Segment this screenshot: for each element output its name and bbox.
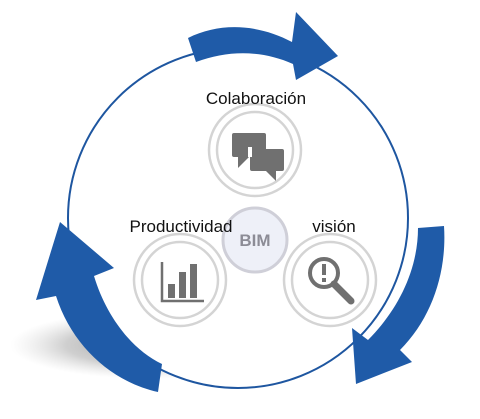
cycle-arrow-top <box>188 12 338 80</box>
chat-bubbles-icon <box>232 133 284 181</box>
center-label: BIM <box>239 231 270 250</box>
cycle-arrow-right <box>352 226 445 384</box>
node-label-productividad: Productividad <box>129 217 232 236</box>
node-label-vision: visión <box>312 217 355 236</box>
cycle-arrow-left <box>36 222 162 392</box>
magnifier-warning-icon <box>308 257 355 305</box>
node-label-colaboracion: Colaboración <box>206 89 306 108</box>
node-connector-rings <box>132 102 378 328</box>
bar-chart-icon <box>160 262 204 303</box>
center-circle <box>221 206 289 274</box>
